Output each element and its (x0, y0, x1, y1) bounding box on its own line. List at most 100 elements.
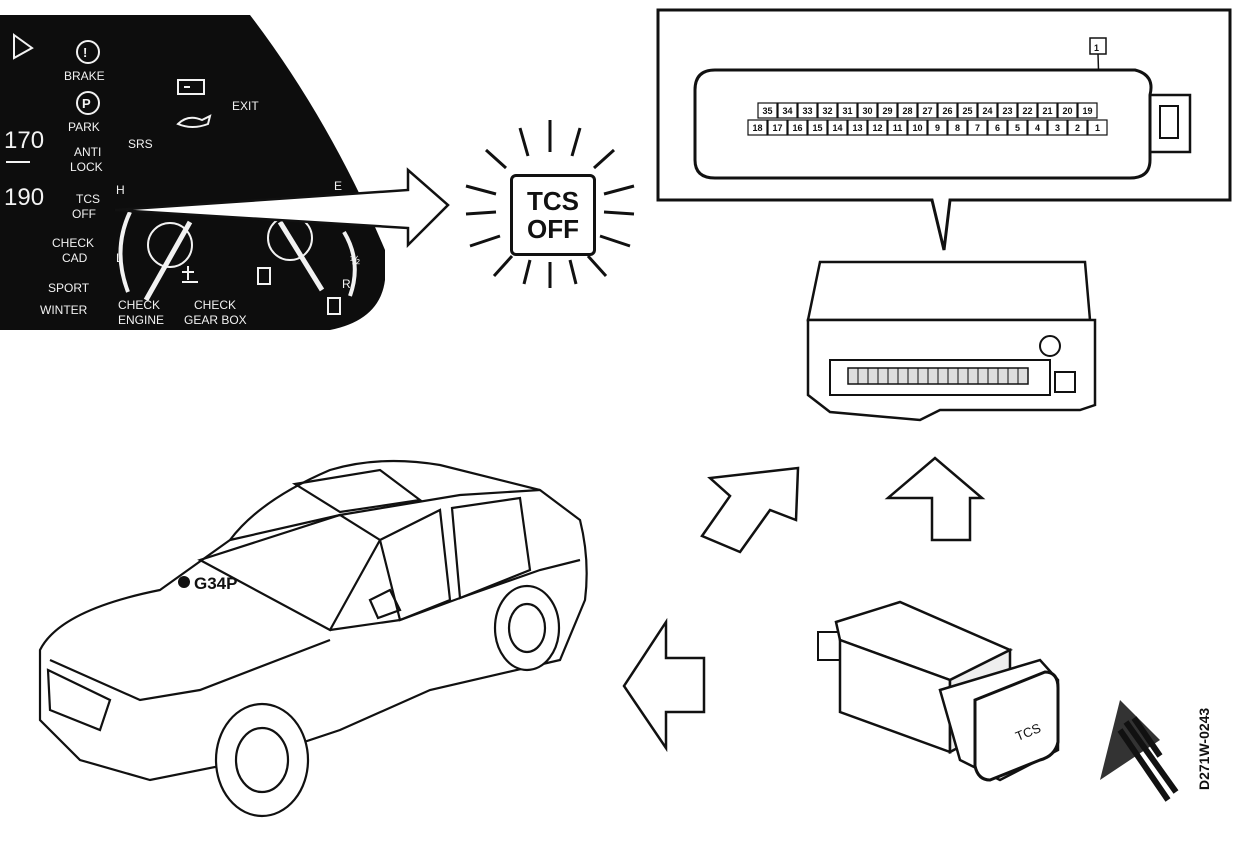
pin-bottom-cell-6 (987, 119, 1008, 136)
callout-pin-number: 1 (1094, 43, 1099, 53)
pin-bottom-label-15: 15 (812, 123, 822, 133)
tcs-off-label-line1: TCS (76, 192, 100, 206)
fuel-gauge: E ½ R (257, 179, 360, 315)
tcs-off-lamp-line2: OFF (527, 214, 579, 244)
gauge-letter-e: E (334, 179, 342, 193)
pin-bottom-cell-1 (1087, 119, 1108, 136)
car-front-door-window (378, 508, 452, 622)
pin-bottom-cell-8 (947, 119, 968, 136)
ground-point-marker-icon (178, 576, 190, 588)
park-label: PARK (68, 120, 100, 134)
speed-label-170: 170 (4, 127, 44, 154)
ground-point-label: G34P (194, 574, 238, 593)
car-grille (46, 668, 112, 732)
pin-bottom-label-11: 11 (893, 123, 903, 133)
brake-exclamation-icon: ! (83, 45, 87, 60)
car-body-outline (38, 459, 588, 782)
park-p-icon: P (82, 96, 91, 111)
pin-bottom-cell-16 (787, 119, 808, 136)
pin-top-cell-29 (877, 102, 898, 119)
lamp-rays (465, 120, 635, 288)
pin-bottom-label-2: 2 (1075, 123, 1080, 133)
pin-top-cell-27 (917, 102, 938, 119)
connector-latch (1150, 93, 1192, 154)
car-mirror (368, 588, 402, 620)
check-engine-label-line2: ENGINE (118, 313, 164, 327)
pin-bottom-label-13: 13 (852, 123, 862, 133)
pin-top-cell-20 (1057, 102, 1078, 119)
pin-bottom-label-1: 1 (1095, 123, 1100, 133)
check-engine-label-line1: CHECK (118, 298, 160, 312)
tcs-off-warning: TCS OFF (72, 192, 100, 221)
brake-icon (76, 40, 100, 64)
fuel-pump-icon-2 (327, 297, 341, 315)
pin-bottom-label-7: 7 (975, 123, 980, 133)
car-rear-door-window (450, 496, 532, 600)
pin-bottom-cell-10 (907, 119, 928, 136)
check-cad-warning: CHECK CAD (52, 236, 94, 265)
pin-bottom-label-8: 8 (955, 123, 960, 133)
gauge-letter-h: H (116, 183, 125, 197)
pin-top-cell-22 (1017, 102, 1038, 119)
check-gearbox-label-line2: GEAR BOX (184, 313, 247, 327)
pin-bottom-label-14: 14 (832, 123, 842, 133)
pin-bottom-label-9: 9 (935, 123, 940, 133)
car-sunroof (291, 468, 423, 514)
brake-warning: ! BRAKE (64, 40, 105, 83)
tcs-off-lamp: TCS OFF (510, 174, 596, 256)
temperature-gauge: H L (116, 183, 193, 302)
car-hood-line (49, 638, 331, 702)
pin-bottom-cell-18 (747, 119, 768, 136)
pin-top-cell-23 (997, 102, 1018, 119)
pin-bottom-label-18: 18 (752, 123, 762, 133)
pin-top-cell-31 (837, 102, 858, 119)
battery-icon (177, 79, 205, 95)
pin-bottom-cell-15 (807, 119, 828, 136)
car-rear-hub (507, 602, 547, 654)
anti-lock-warning: ANTI LOCK (70, 145, 103, 174)
pin-top-cell-24 (977, 102, 998, 119)
fuel-pump-icon (257, 267, 271, 285)
car-beltline (329, 558, 581, 632)
car-rear-wheel (493, 584, 561, 672)
park-icon (76, 91, 100, 115)
module-screw-icon (1039, 335, 1061, 357)
car-roof-edge (229, 488, 541, 542)
pin-top-cell-21 (1037, 102, 1058, 119)
pin-top-cell-34 (777, 102, 798, 119)
car-front-hub (234, 726, 290, 794)
cluster-speed-scale: 170 190 (4, 33, 44, 211)
pin-top-label-22: 22 (1022, 106, 1032, 116)
pin-top-label-20: 20 (1062, 106, 1072, 116)
pin-top-label-25: 25 (962, 106, 972, 116)
pin-top-cell-28 (897, 102, 918, 119)
tcs-off-lamp-line1: TCS (527, 186, 579, 216)
pin-top-label-34: 34 (782, 106, 792, 116)
pin-top-label-27: 27 (922, 106, 932, 116)
anti-lock-label-line1: ANTI (74, 145, 101, 159)
pin-top-cell-30 (857, 102, 878, 119)
fuel-needle (277, 220, 325, 292)
pin-bottom-cell-14 (827, 119, 848, 136)
sport-label: SPORT (48, 281, 90, 295)
brake-label: BRAKE (64, 69, 105, 83)
pin-bottom-label-3: 3 (1055, 123, 1060, 133)
park-warning: P PARK (68, 91, 100, 134)
arrow-left-to-car (622, 617, 706, 753)
pin-bottom-cell-5 (1007, 119, 1028, 136)
pin-bottom-label-4: 4 (1035, 123, 1040, 133)
pin-top-cell-35 (757, 102, 778, 119)
arrow-to-lamp (114, 167, 450, 249)
tcs-off-label-line2: OFF (72, 207, 96, 221)
check-cad-label-line1: CHECK (52, 236, 94, 250)
pin-bottom-label-10: 10 (912, 123, 922, 133)
car-front-wheel (214, 702, 310, 818)
pin-bottom-cell-13 (847, 119, 868, 136)
pin-bottom-cell-9 (927, 119, 948, 136)
pin-bottom-label-5: 5 (1015, 123, 1020, 133)
